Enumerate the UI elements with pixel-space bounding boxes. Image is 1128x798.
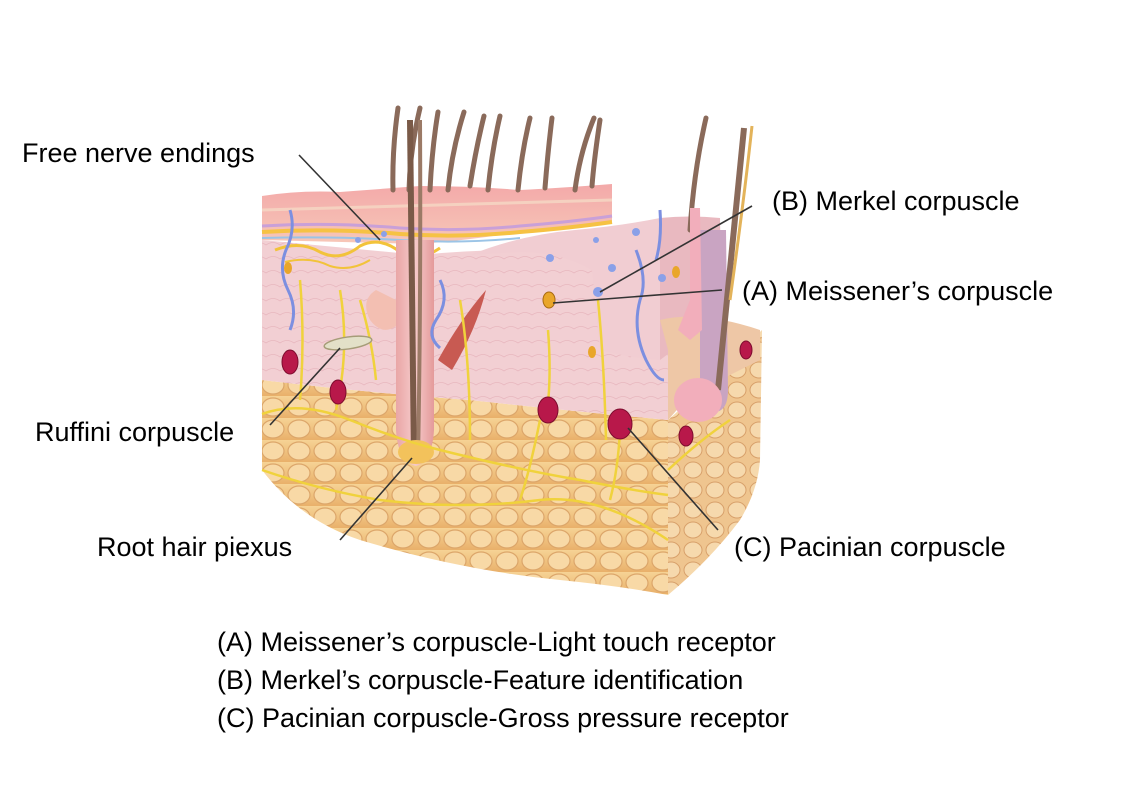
label-root-hair-plexus: Root hair piexus [97, 532, 293, 562]
legend: (A) Meissener’s corpuscle-Light touch re… [217, 628, 789, 742]
leader-ruffini [269, 347, 341, 426]
leader-merkel [599, 205, 753, 293]
label-pacinian-corpuscle: (C) Pacinian corpuscle [734, 532, 1006, 562]
legend-item-pacinian: (C) Pacinian corpuscle-Gross pressure re… [217, 703, 789, 733]
leader-pacinian [627, 427, 719, 531]
label-free-nerve-endings: Free nerve endings [22, 138, 255, 168]
epidermis [261, 184, 613, 269]
right-hair [674, 125, 754, 422]
hair-follicle [396, 119, 434, 466]
merkel-discs [355, 228, 666, 297]
blood-vessels [281, 209, 665, 382]
arrector-pili-muscle [438, 290, 486, 370]
meissner-corpuscle [542, 291, 556, 309]
ruffini-corpuscle [323, 335, 373, 351]
small-orange-corpuscles [284, 262, 680, 358]
legend-item-merkel: (B) Merkel’s corpuscle-Feature identific… [217, 665, 744, 695]
label-ruffini-corpuscle: Ruffini corpuscle [35, 417, 235, 447]
pacinian-corpuscles [281, 340, 753, 447]
leader-lines [269, 154, 753, 541]
legend-item-meissener: (A) Meissener’s corpuscle-Light touch re… [217, 627, 776, 657]
sebaceous-gland [366, 290, 396, 330]
leader-root-hair [339, 457, 413, 541]
fat-layer [262, 330, 762, 595]
label-merkel-corpuscle: (B) Merkel corpuscle [772, 186, 1020, 216]
leader-free-nerve [298, 154, 381, 241]
label-meissener-corpuscle: (A) Meissener’s corpuscle [742, 276, 1054, 306]
leader-meissener [552, 289, 723, 304]
